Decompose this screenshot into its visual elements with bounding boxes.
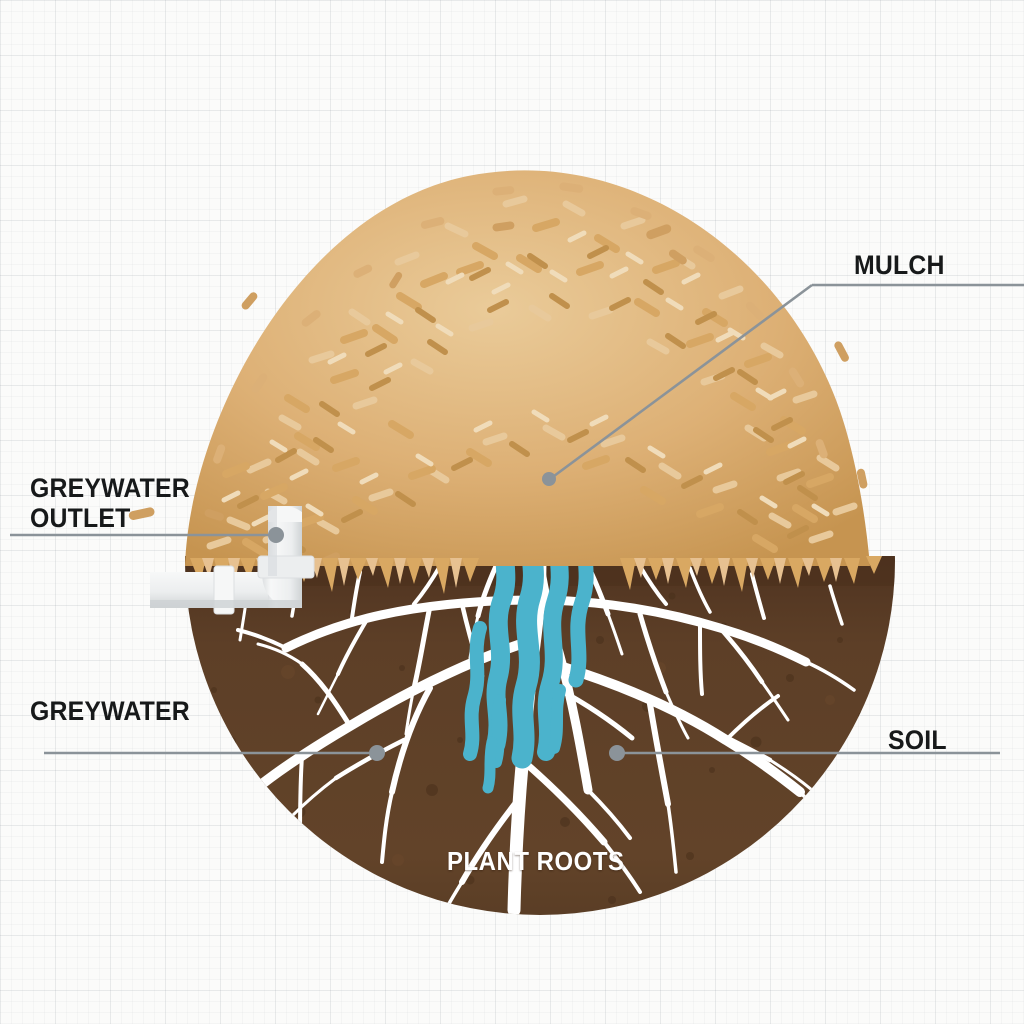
mulch-mound — [128, 170, 882, 594]
label-mulch: MULCH — [854, 250, 945, 280]
mulch-leader-diagonal — [549, 283, 813, 481]
greywater-leader-dot — [369, 745, 385, 761]
mulch-leader-dot — [542, 472, 556, 486]
label-greywater-outlet: GREYWATER OUTLET — [30, 473, 190, 533]
leader-lines — [10, 283, 1024, 755]
label-plant-roots: PLANT ROOTS — [447, 846, 625, 876]
soil-leader-dot — [609, 745, 625, 761]
greywater-outlet-leader-dot — [268, 527, 284, 543]
label-greywater: GREYWATER — [30, 696, 190, 726]
leader-dots — [268, 472, 625, 761]
label-soil: SOIL — [888, 725, 947, 755]
